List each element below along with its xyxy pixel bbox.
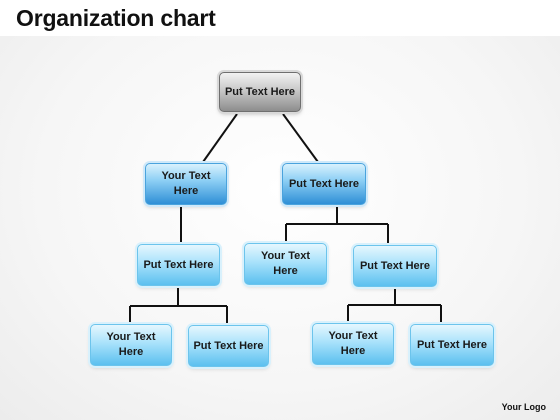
node-left-level3-label: Put Text Here <box>143 258 214 271</box>
node-right-level3-a[interactable]: Your Text Here <box>244 243 327 285</box>
node-root[interactable]: Put Text Here <box>219 72 301 112</box>
connector-root-right <box>282 113 319 163</box>
node-left-level2-label: Your Text Here <box>161 170 211 197</box>
node-left-level3[interactable]: Put Text Here <box>137 244 220 286</box>
node-left-level4-a-label: Your Text Here <box>106 331 156 358</box>
node-right-level4-b[interactable]: Put Text Here <box>410 324 494 366</box>
connector-root-left <box>202 113 238 163</box>
node-right-level3-a-label: Your Text Here <box>260 250 311 277</box>
node-right-level4-a-label: Your Text Here <box>328 330 378 357</box>
node-left-level4-b-label: Put Text Here <box>193 339 264 352</box>
node-left-level4-a[interactable]: Your Text Here <box>90 324 172 366</box>
node-left-level4-b[interactable]: Put Text Here <box>188 325 269 367</box>
node-right-level2[interactable]: Put Text Here <box>282 163 366 205</box>
node-right-level3-b[interactable]: Put Text Here <box>353 245 437 287</box>
node-right-level4-b-label: Put Text Here <box>416 338 488 351</box>
node-left-level2[interactable]: Your Text Here <box>145 163 227 205</box>
logo-text: Your Logo <box>501 402 546 412</box>
title-bar: Organization chart <box>0 0 560 36</box>
node-root-label: Put Text Here <box>224 85 296 98</box>
node-right-level4-a[interactable]: Your Text Here <box>312 323 394 365</box>
node-right-level3-b-label: Put Text Here <box>359 259 431 272</box>
slide-title: Organization chart <box>16 5 216 31</box>
node-right-level2-label: Put Text Here <box>288 177 360 190</box>
